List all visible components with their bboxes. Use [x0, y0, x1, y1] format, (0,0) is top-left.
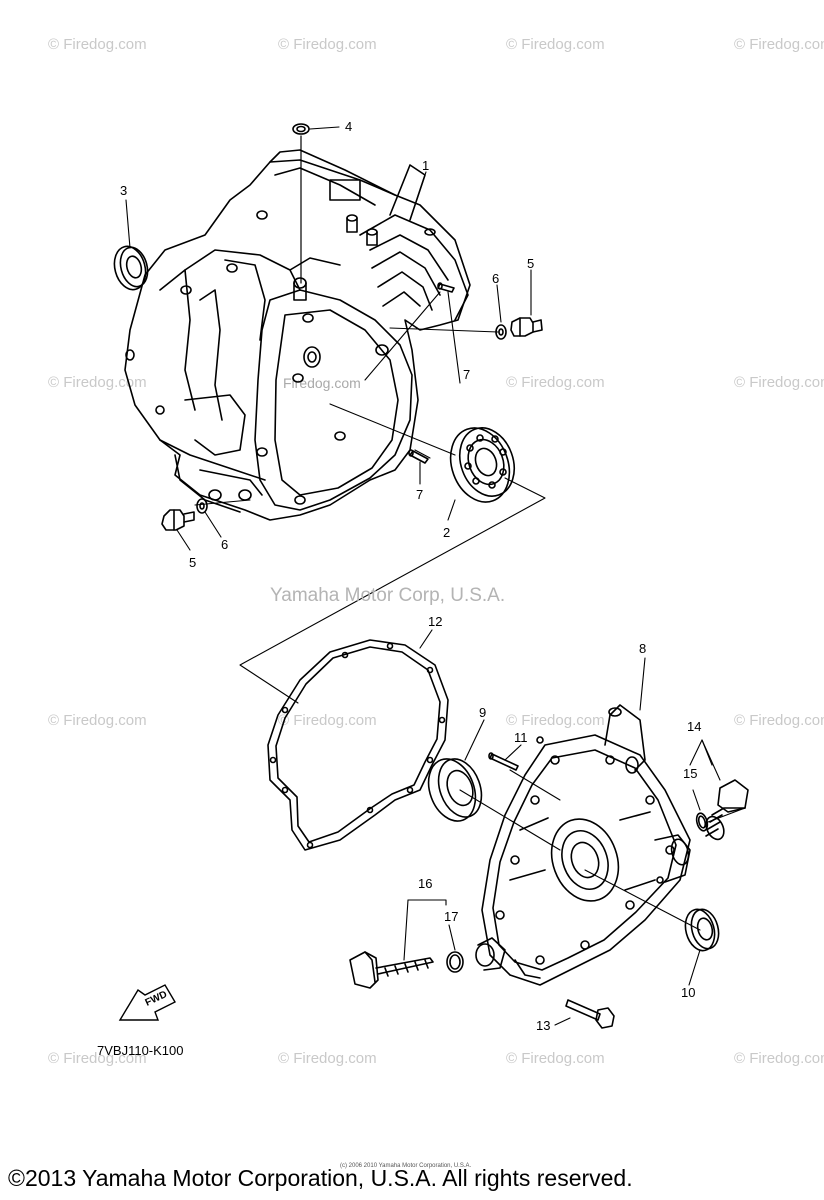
o-ring-part-15	[695, 812, 709, 832]
watermark: © Firedog.com	[506, 374, 605, 391]
watermark: © Firedog.com	[734, 374, 824, 391]
watermark: © Firedog.com	[734, 36, 824, 53]
gasket-part-12	[267, 639, 449, 851]
callout-number: 8	[639, 641, 647, 656]
watermark: © Firedog.com	[48, 374, 147, 391]
bearing-part-2	[449, 427, 516, 503]
washer-part-6-left	[196, 498, 208, 514]
dipstick-part-16	[349, 951, 434, 989]
watermark: © Firedog.com	[48, 1050, 147, 1067]
callout-number: 10	[681, 985, 696, 1000]
oil-seal-part-10	[684, 908, 720, 952]
crankcase-part-1	[124, 149, 471, 521]
callout-number: 17	[444, 909, 459, 924]
oil-seal-part-9	[427, 758, 483, 822]
copyright-notice: ©2013 Yamaha Motor Corporation, U.S.A. A…	[8, 1165, 633, 1191]
callout-leaders	[125, 126, 721, 1026]
callout-number: 9	[479, 705, 487, 720]
callout-number: 15	[683, 766, 698, 781]
callout-number: 7	[463, 367, 471, 382]
watermark: © Firedog.com	[278, 1050, 377, 1067]
callout-number: 13	[536, 1018, 551, 1033]
watermark: © Firedog.com	[506, 712, 605, 729]
watermark: © Firedog.com	[48, 712, 147, 729]
o-ring-part-17	[446, 951, 464, 973]
watermark: © Firedog.com	[278, 712, 377, 729]
washer-part-4	[292, 123, 310, 284]
diagram-part-code: 7VBJ110-K100	[97, 1043, 184, 1058]
bolt-part-13	[565, 999, 615, 1029]
dowel-pin-part-7-lower	[408, 449, 429, 464]
callout-number: 3	[120, 183, 128, 198]
callout-number: 2	[443, 525, 451, 540]
plug-part-14	[705, 779, 749, 841]
callout-number: 14	[687, 719, 702, 734]
guide-lines-lower	[459, 769, 746, 931]
dowel-pin-part-11	[488, 752, 519, 771]
fine-print: (c) 2006 2010 Yamaha Motor Corporation, …	[340, 1163, 472, 1169]
oil-seal-part-3	[113, 245, 149, 291]
watermark: © Firedog.com	[734, 1050, 824, 1067]
callout-number: 5	[189, 555, 197, 570]
callout-number: 5	[527, 256, 535, 271]
bolt-part-5-left	[161, 509, 195, 531]
watermark: © Firedog.com	[506, 36, 605, 53]
crankcase-cover-part-8	[475, 704, 691, 986]
callout-number: 1	[422, 158, 430, 173]
bolt-part-5-right	[510, 317, 543, 337]
callout-number: 12	[428, 614, 443, 629]
watermark: © Firedog.com	[48, 36, 147, 53]
publisher-watermark: Yamaha Motor Corp, U.S.A.	[270, 585, 506, 606]
watermark: © Firedog.com	[506, 1050, 605, 1067]
callout-number: 7	[416, 487, 424, 502]
dowel-pin-part-7-upper	[437, 282, 455, 293]
callout-number: 6	[221, 537, 229, 552]
fwd-arrow-icon: FWD	[118, 984, 176, 1021]
callout-number: 16	[418, 876, 433, 891]
callout-number: 11	[514, 730, 528, 745]
watermark: © Firedog.com	[734, 712, 824, 729]
watermark: © Firedog.com	[278, 36, 377, 53]
callout-number: 6	[492, 271, 500, 286]
guide-lines-upper	[194, 291, 546, 704]
callout-number: 4	[345, 119, 353, 134]
